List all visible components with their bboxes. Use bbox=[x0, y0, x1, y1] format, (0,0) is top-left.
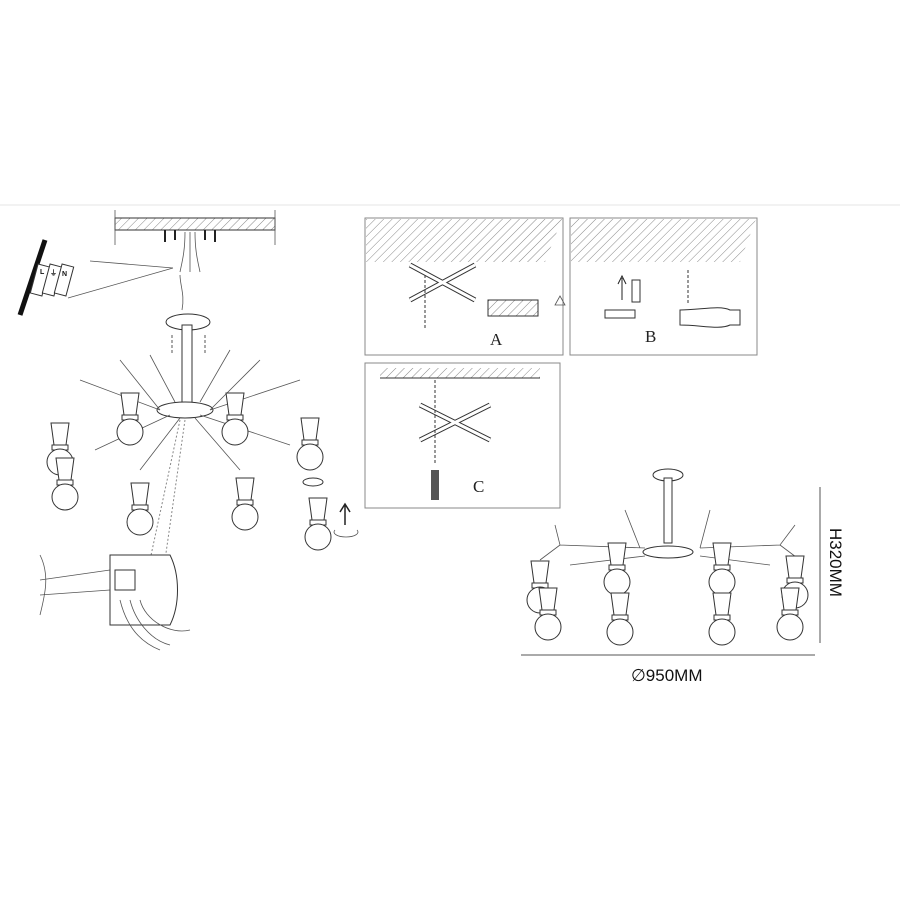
wiring-terminal-detail: L ⏚ N bbox=[17, 239, 174, 316]
panel-c-label: C bbox=[473, 477, 484, 496]
chandelier-exploded-view bbox=[46, 274, 359, 561]
wire-label-neutral: N bbox=[62, 271, 67, 278]
wire-label-earth: ⏚ bbox=[50, 269, 57, 277]
ceiling-mount bbox=[114, 210, 276, 273]
panel-a-label: A bbox=[490, 330, 503, 349]
dimension-lines: ∅950MM H320MM bbox=[521, 487, 845, 685]
diameter-label: ∅950MM bbox=[631, 666, 703, 685]
height-label: H320MM bbox=[826, 528, 845, 597]
panel-b-label: B bbox=[645, 327, 656, 346]
panel-c: C bbox=[364, 362, 561, 509]
panel-a: A bbox=[364, 217, 566, 356]
panel-b: B bbox=[569, 217, 758, 356]
wire-connection-detail bbox=[39, 554, 191, 651]
wire-label-live: L bbox=[40, 269, 45, 276]
chandelier-assembled-view bbox=[526, 468, 809, 646]
